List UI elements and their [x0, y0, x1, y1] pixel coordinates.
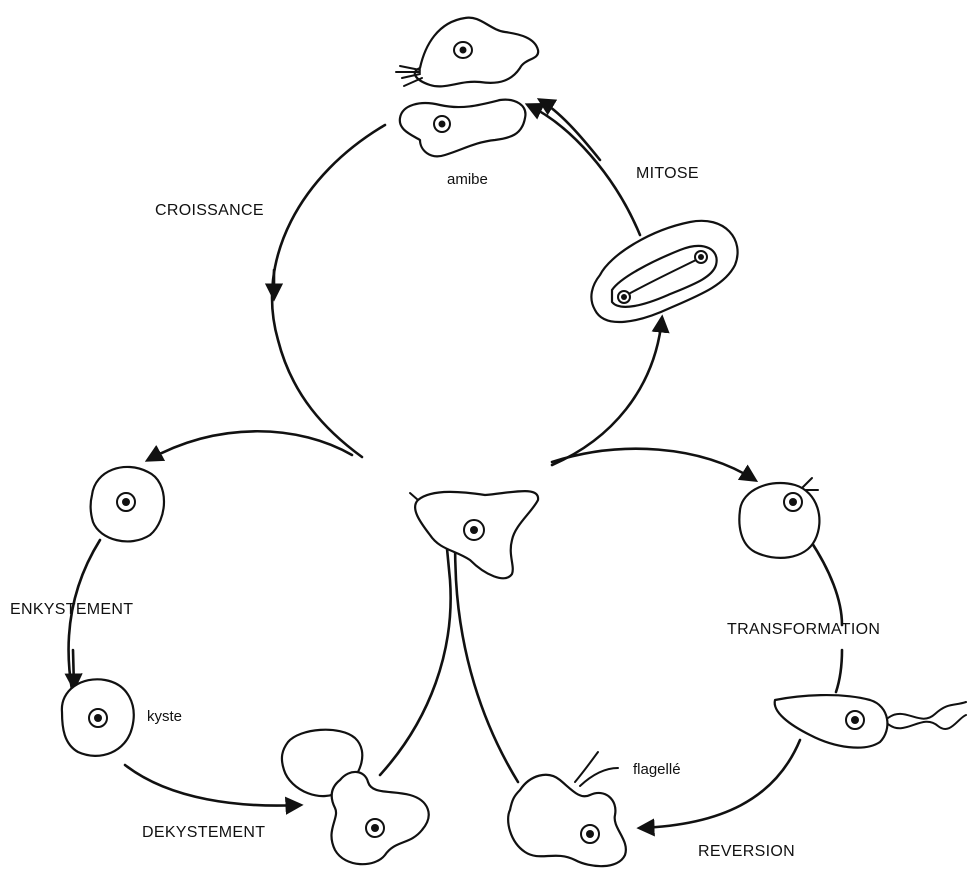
excysting-amoeba: [282, 730, 429, 864]
amoeba-top-dividing: [396, 18, 538, 87]
amibe-label: amibe: [447, 172, 488, 187]
dekystement-arc: [125, 765, 300, 806]
left-return-arc: [380, 538, 451, 775]
croissance-label: CROISSANCE: [155, 203, 264, 219]
transformation-label: TRANSFORMATION: [727, 622, 880, 638]
transformation-arc-side-2: [836, 650, 842, 692]
croissance-arc: [272, 125, 385, 457]
enkystement-label: ENKYSTEMENT: [10, 602, 133, 618]
mitose-label: MITOSE: [636, 166, 699, 182]
cyst-round-left: [91, 467, 164, 541]
reverting-flagellate: [508, 752, 626, 866]
mitosis-cell: [591, 221, 737, 322]
kyste-label: kyste: [147, 709, 182, 724]
mitose-arc-upper: [528, 105, 640, 235]
transforming-cell: [739, 478, 819, 558]
central-amoeba: [410, 491, 538, 578]
transformation-arc-side: [810, 540, 842, 625]
mitose-arc-upper-2: [540, 100, 600, 160]
flagellate-cell: [775, 695, 966, 748]
reversion-label: REVERSION: [698, 844, 795, 860]
reversion-arc: [640, 740, 800, 828]
dekystement-label: DEKYSTEMENT: [142, 825, 265, 841]
enkystement-arrowhead: [73, 650, 74, 688]
flagelle-label: flagellé: [633, 762, 681, 777]
cyst-kyste: [62, 679, 134, 756]
transformation-arc-top: [552, 449, 755, 480]
mitose-arc-lower: [552, 318, 662, 465]
enkystement-arc-top: [148, 431, 352, 460]
amoeba-top-lower: [400, 100, 526, 157]
